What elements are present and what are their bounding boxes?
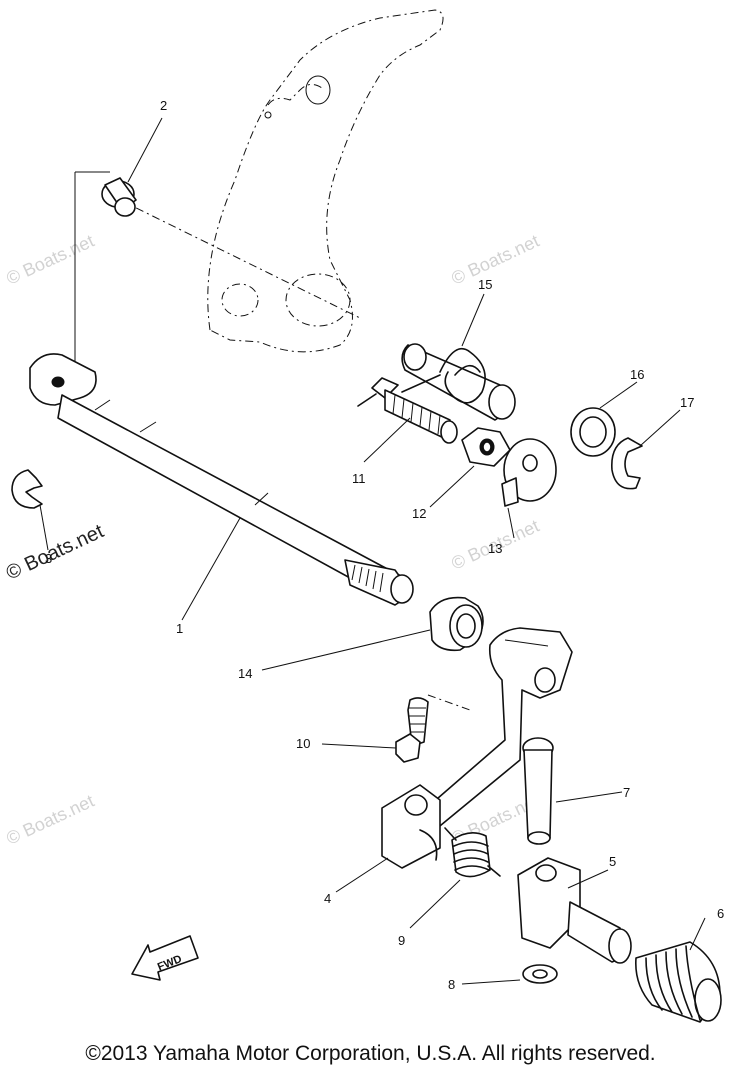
part-label-9: 9 (398, 933, 405, 948)
pedal-rubber-part (635, 941, 722, 1023)
part-label-5: 5 (609, 854, 616, 869)
part-label-1: 1 (176, 621, 183, 636)
part-label-16: 16 (630, 367, 644, 382)
nut-part (461, 427, 511, 467)
part-label-6: 6 (717, 906, 724, 921)
frame-bracket (207, 9, 444, 353)
washer-part-16 (570, 407, 616, 457)
part-label-14: 14 (238, 666, 252, 681)
shift-shaft-part (29, 353, 414, 606)
bushing-part (101, 177, 137, 217)
leader-lines (39, 117, 706, 985)
parts-diagram: © Boats.net © Boats.net © Boats.net © Bo… (3, 9, 724, 1023)
shift-pedal-arm (414, 627, 573, 831)
pin-part (522, 737, 554, 845)
fwd-arrow-icon: FWD (131, 935, 199, 981)
part-label-13: 13 (488, 541, 502, 556)
watermark: © Boats.net (3, 791, 97, 849)
center-lines (74, 171, 471, 711)
circlip-part (611, 437, 643, 490)
spring-part (444, 827, 501, 878)
part-label-7: 7 (623, 785, 630, 800)
part-label-8: 8 (448, 977, 455, 992)
oil-seal-part (429, 596, 484, 652)
part-label-11: 11 (352, 471, 366, 486)
part-label-10: 10 (296, 736, 310, 751)
clamp-part (381, 784, 441, 869)
washer-part-8 (522, 964, 558, 984)
part-label-12: 12 (412, 506, 426, 521)
bolt-part-11 (357, 377, 458, 444)
watermarks: © Boats.net © Boats.net © Boats.net © Bo… (3, 231, 542, 849)
collar-part (501, 438, 557, 507)
part-label-17: 17 (680, 395, 694, 410)
pedal-bracket-part (517, 857, 632, 964)
pin-spring-part (401, 343, 516, 421)
part-label-3: 3 (45, 551, 52, 566)
part-labels: 2 3 1 14 4 5 6 7 8 9 10 11 12 13 15 16 1… (45, 98, 724, 992)
part-label-15: 15 (478, 277, 492, 292)
watermark: © Boats.net (3, 231, 97, 289)
watermark: © Boats.net (448, 231, 542, 289)
watermark: © Boats.net (3, 520, 108, 584)
part-label-4: 4 (324, 891, 331, 906)
e-clip-part (11, 469, 43, 509)
part-label-2: 2 (160, 98, 167, 113)
copyright-notice: ©2013 Yamaha Motor Corporation, U.S.A. A… (85, 1042, 656, 1065)
bolt-part-10 (395, 697, 429, 763)
